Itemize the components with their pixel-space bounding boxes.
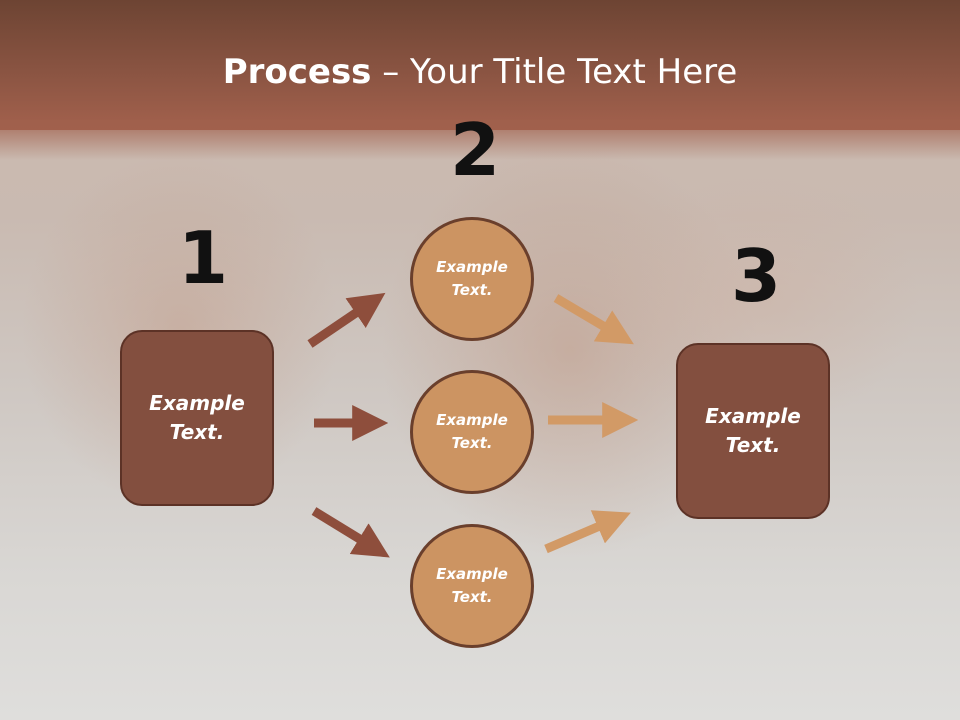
circle-bottom: Example Text. xyxy=(410,524,534,648)
circle-top-text: Example Text. xyxy=(436,257,508,299)
right-box-text: Example Text. xyxy=(705,404,801,457)
circle-bottom-text: Example Text. xyxy=(436,564,508,606)
arrow-bottom-to-right xyxy=(544,510,631,554)
arrow-left-to-bottom xyxy=(311,507,390,558)
step-number-3: 3 xyxy=(731,234,782,318)
left-box-text: Example Text. xyxy=(149,391,245,444)
circle-middle-text: Example Text. xyxy=(436,410,508,452)
title-rest: – Your Title Text Here xyxy=(371,52,738,92)
header-band xyxy=(0,0,960,130)
title-bold: Process xyxy=(222,52,372,92)
arrow-left-to-top xyxy=(307,292,386,348)
circle-middle: Example Text. xyxy=(410,370,534,494)
left-box: Example Text. xyxy=(120,330,274,506)
circle-top: Example Text. xyxy=(410,217,534,341)
step-number-1: 1 xyxy=(178,216,229,300)
arrow-top-to-right xyxy=(553,294,634,345)
step-number-2: 2 xyxy=(450,108,501,192)
right-box: Example Text. xyxy=(676,343,830,519)
slide-title: Process – Your Title Text Here xyxy=(0,52,960,92)
header-fade xyxy=(0,120,960,160)
